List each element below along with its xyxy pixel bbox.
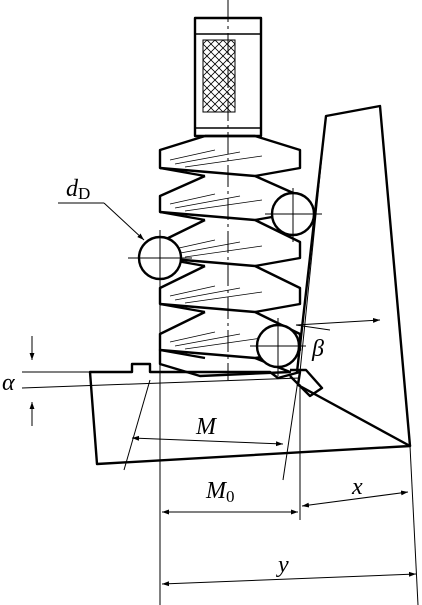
label-beta: β — [311, 336, 324, 362]
base-plate — [88, 362, 412, 466]
v-block-support — [295, 104, 412, 447]
label-x: x — [351, 474, 363, 500]
measuring-ball-left — [128, 230, 192, 290]
label-y: y — [276, 552, 289, 578]
knurl-pattern — [202, 39, 236, 113]
label-M: M — [195, 414, 218, 440]
label-alpha: α — [2, 370, 15, 396]
label-dD: dD — [66, 176, 90, 203]
label-M0: M0 — [205, 478, 235, 506]
dimension-lines — [21, 202, 419, 605]
